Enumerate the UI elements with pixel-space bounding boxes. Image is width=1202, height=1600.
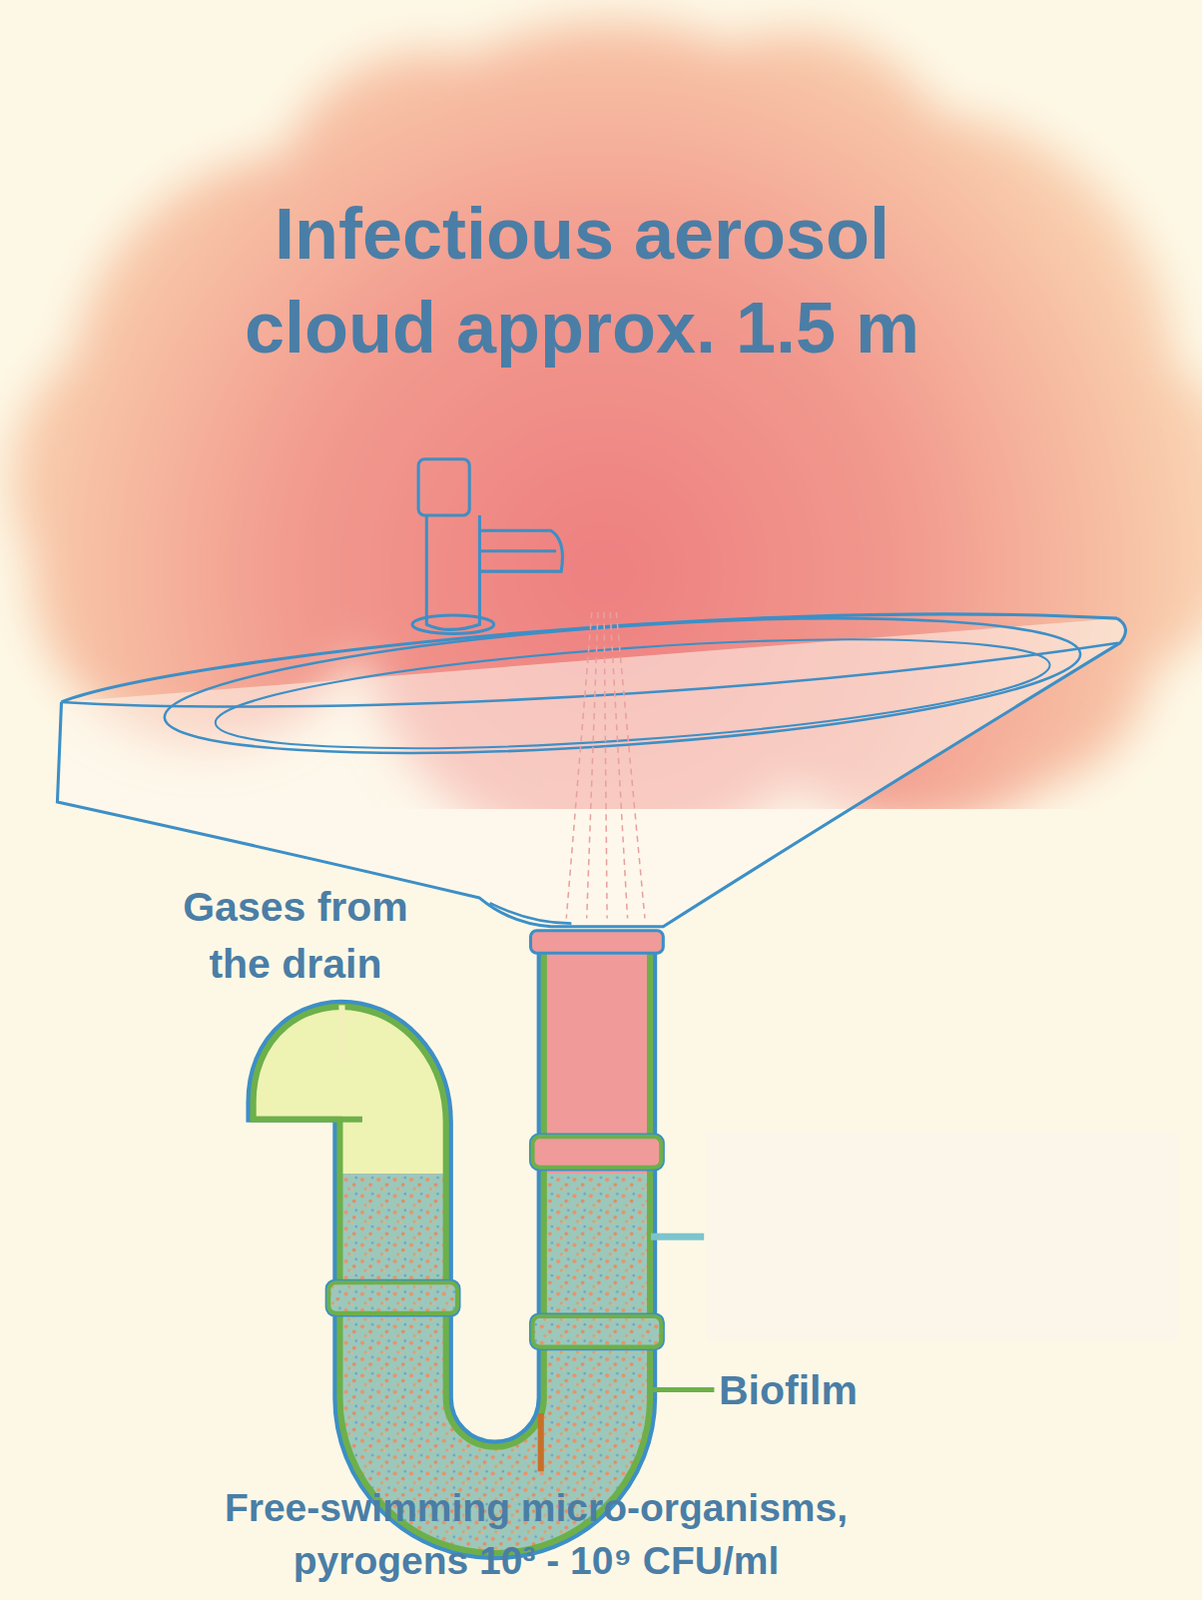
cloud-shape	[0, 0, 1202, 809]
leader-line	[652, 1386, 714, 1392]
drain-trap	[306, 936, 598, 1500]
aerosol-cloud: Infectious aerosol cloud approx. 1.5 m	[0, 0, 1202, 809]
sink-basin	[56, 617, 1126, 927]
sink-rim	[61, 613, 1118, 702]
biofilm-label: Biofilm	[718, 1365, 1019, 1415]
blank-panel	[705, 1132, 1178, 1341]
basin-bowl	[212, 618, 1054, 769]
cloud-title: Infectious aerosol cloud approx. 1.5 m	[172, 187, 992, 375]
faucet	[412, 459, 563, 634]
basin-inner	[160, 594, 1086, 776]
leader-line	[538, 1412, 545, 1471]
water-stream	[566, 611, 645, 1133]
drain-gas-label: Gases from the drain	[165, 878, 426, 992]
pipe-coupling	[326, 930, 663, 1349]
sink-rim-front	[61, 642, 1119, 707]
organisms-label: Free-swimming micro-organisms, pyrogens …	[146, 1481, 926, 1587]
leader-line	[338, 1004, 345, 1059]
leader-line	[650, 1232, 704, 1240]
